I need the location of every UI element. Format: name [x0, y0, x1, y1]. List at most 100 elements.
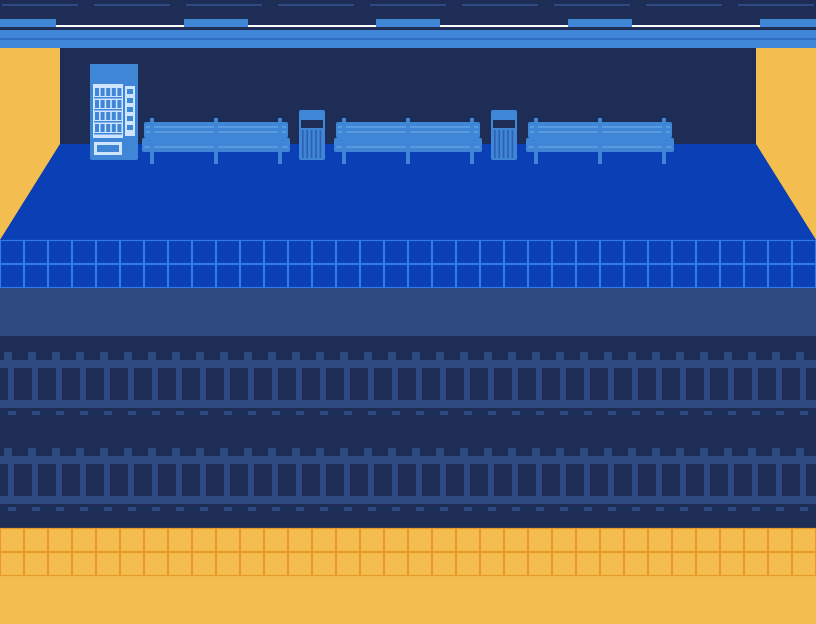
- sleeper: [248, 368, 254, 400]
- trash-can-rib: [502, 130, 505, 158]
- tactile-tile: [23, 551, 49, 577]
- sleeper: [776, 368, 782, 400]
- rail-stub: [148, 448, 156, 456]
- rail-stub: [124, 448, 132, 456]
- sleeper: [752, 368, 758, 400]
- tactile-tile: [719, 527, 745, 553]
- platform-floor: [0, 144, 816, 240]
- floor-tile: [143, 263, 169, 289]
- trash-can-rib: [494, 130, 496, 158]
- rail-dash: [104, 507, 112, 511]
- floor-tile: [215, 263, 241, 289]
- trash-can-rib: [319, 130, 322, 158]
- sleeper: [440, 464, 446, 496]
- vending-bottle: [106, 88, 111, 96]
- rail-dash: [656, 507, 664, 511]
- sleeper: [608, 368, 614, 400]
- rail-dash: [728, 411, 736, 415]
- sleeper: [800, 464, 806, 496]
- rail-stub: [796, 352, 804, 360]
- bench-post: [470, 118, 474, 158]
- rail-stub: [28, 448, 36, 456]
- sleeper: [560, 464, 566, 496]
- rail-dash: [320, 507, 328, 511]
- ceiling-panel: [462, 4, 538, 6]
- sleeper: [680, 368, 686, 400]
- sleeper: [704, 368, 710, 400]
- rail-stub: [244, 352, 252, 360]
- rail-dash: [752, 411, 760, 415]
- platform-furniture: [90, 64, 674, 164]
- rail-dash: [440, 507, 448, 511]
- sleeper: [416, 464, 422, 496]
- sleeper: [752, 464, 758, 496]
- trash-can-rib: [507, 130, 509, 158]
- vending-bottle: [111, 112, 116, 120]
- floor-tile: [791, 263, 816, 289]
- tactile-tile: [215, 551, 241, 577]
- trash-can-opening: [301, 120, 323, 128]
- left-wall: [0, 48, 60, 240]
- sleeper: [8, 464, 14, 496]
- floor-tile: [719, 263, 745, 289]
- sleeper: [560, 368, 566, 400]
- trash-can-rib: [306, 130, 308, 158]
- floor-tile: [239, 263, 265, 289]
- rail-dash: [272, 411, 280, 415]
- floor-tile: [431, 263, 457, 289]
- rail-stub: [172, 448, 180, 456]
- floor-tile: [263, 263, 289, 289]
- ceiling-stripe: [0, 30, 816, 38]
- tactile-tile: [743, 551, 769, 577]
- tactile-tile: [47, 527, 73, 553]
- rail-track: [0, 448, 816, 511]
- rail-dash: [8, 411, 16, 415]
- sleeper: [416, 368, 422, 400]
- rail-dash: [488, 507, 496, 511]
- rail-track: [0, 352, 816, 415]
- vending-shelf: [94, 97, 122, 99]
- ceiling-stripe: [0, 40, 816, 48]
- rail-stub: [52, 352, 60, 360]
- floor-tile: [527, 239, 553, 265]
- floor-tile: [167, 263, 193, 289]
- rail-stub: [124, 352, 132, 360]
- sleeper: [224, 368, 230, 400]
- rail-dash: [512, 411, 520, 415]
- rail-stub: [244, 448, 252, 456]
- sleeper: [128, 464, 134, 496]
- floor-tile: [383, 263, 409, 289]
- floor-tile: [71, 263, 97, 289]
- rail-dash: [248, 507, 256, 511]
- floor-tile: [479, 239, 505, 265]
- vending-bottle: [100, 112, 105, 120]
- floor-tile: [383, 239, 409, 265]
- bench-leg: [150, 152, 154, 164]
- tactile-tile: [623, 527, 649, 553]
- floor-tile: [551, 263, 577, 289]
- rail-dash: [608, 411, 616, 415]
- bench-post: [278, 118, 282, 158]
- sleeper: [776, 464, 782, 496]
- vending-shelf: [94, 133, 122, 135]
- sleeper: [32, 368, 38, 400]
- floor-tile: [767, 239, 793, 265]
- bench-post: [406, 118, 410, 158]
- rail-dash: [296, 411, 304, 415]
- rail-stub: [436, 352, 444, 360]
- floor-tile: [719, 239, 745, 265]
- floor-tile: [23, 239, 49, 265]
- rail: [0, 456, 816, 464]
- tactile-tile: [95, 551, 121, 577]
- sleeper: [128, 368, 134, 400]
- bench-leg: [470, 152, 474, 164]
- bench-icon: [334, 118, 482, 164]
- rail-stub: [436, 448, 444, 456]
- floor-tile: [47, 239, 73, 265]
- rail-dash: [32, 411, 40, 415]
- sleeper: [656, 368, 662, 400]
- rail-stub: [772, 448, 780, 456]
- tactile-tile: [407, 551, 433, 577]
- vending-bottle: [117, 88, 122, 96]
